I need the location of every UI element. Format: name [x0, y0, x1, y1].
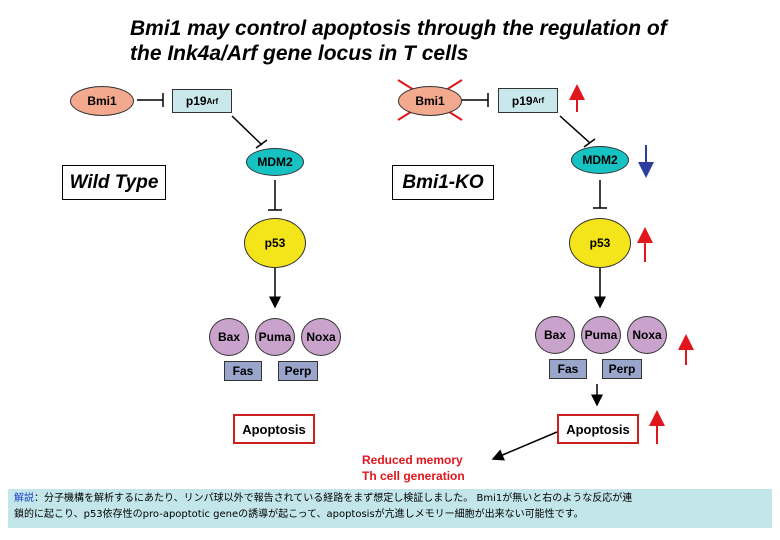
wt-label-box: Wild Type — [62, 165, 166, 200]
wt-connectors — [137, 93, 282, 309]
reduced-line-2: Th cell generation — [362, 469, 465, 483]
ko-bmi1-node: Bmi1 — [398, 86, 462, 116]
ko-puma-node: Puma — [581, 316, 621, 354]
ko-perp-label: Perp — [608, 362, 636, 376]
wt-p53-label: p53 — [264, 236, 286, 250]
wt-fas-node: Fas — [224, 361, 262, 381]
ko-apoptosis-box: Apoptosis — [557, 414, 639, 444]
wt-p53-node: p53 — [244, 218, 306, 268]
ko-p19-sup: Arf — [532, 96, 545, 105]
wt-noxa-label: Noxa — [306, 330, 336, 344]
ko-perp-node: Perp — [602, 359, 642, 379]
wt-perp-node: Perp — [278, 361, 318, 381]
wt-p19-label: p19 — [185, 94, 207, 108]
wt-apoptosis-label: Apoptosis — [242, 421, 306, 437]
ko-bax-node: Bax — [535, 316, 575, 354]
ko-p53-node: p53 — [569, 218, 631, 268]
wt-mdm2-label: MDM2 — [257, 155, 293, 169]
title-line-2: the Ink4a/Arf gene locus in T cells — [130, 42, 469, 65]
wt-fas-label: Fas — [232, 364, 254, 378]
ko-label-box: Bmi1-KO — [392, 165, 494, 200]
ko-mdm2-node: MDM2 — [571, 146, 629, 174]
ko-connectors — [462, 93, 607, 461]
wt-apoptosis-box: Apoptosis — [233, 414, 315, 444]
wt-bax-label: Bax — [217, 330, 240, 344]
wt-noxa-node: Noxa — [301, 318, 341, 356]
ko-apoptosis-label: Apoptosis — [566, 421, 630, 437]
wt-puma-label: Puma — [258, 330, 292, 344]
ko-noxa-node: Noxa — [627, 316, 667, 354]
note-line-2: 鎖的に起こり、p53依存性のpro-apoptotic geneの誘導が起こって… — [14, 509, 584, 520]
ko-puma-label: Puma — [584, 328, 618, 342]
ko-fas-label: Fas — [557, 362, 579, 376]
note-head: 解説 — [14, 493, 34, 504]
wt-mdm2-node: MDM2 — [246, 148, 304, 176]
reduced-line-1: Reduced memory — [362, 453, 463, 467]
note-line-1: 解説：分子機構を解析するにあたり、リンパ球以外で報告されている経路をまず想定し検… — [14, 491, 766, 507]
reduced-memory-text: Reduced memory Th cell generation — [362, 452, 465, 484]
wt-perp-label: Perp — [284, 364, 312, 378]
ko-fas-node: Fas — [549, 359, 587, 379]
wt-p19-sup: Arf — [206, 96, 219, 106]
ko-bmi1-label: Bmi1 — [415, 94, 445, 108]
note-text-1: ：分子機構を解析するにあたり、リンパ球以外で報告されている経路をまず想定し検証し… — [34, 493, 633, 504]
wt-puma-node: Puma — [255, 318, 295, 356]
ko-bax-label: Bax — [543, 328, 566, 342]
ko-label: Bmi1-KO — [402, 171, 484, 193]
ko-mdm2-label: MDM2 — [582, 153, 618, 167]
wt-bmi1-label: Bmi1 — [87, 94, 117, 108]
title-line-1: Bmi1 may control apoptosis through the r… — [130, 17, 667, 40]
wt-bax-node: Bax — [209, 318, 249, 356]
ko-noxa-label: Noxa — [632, 328, 662, 342]
wt-bmi1-node: Bmi1 — [70, 86, 134, 116]
wt-label: Wild Type — [69, 171, 159, 193]
page-title: Bmi1 may control apoptosis through the r… — [130, 16, 750, 66]
explanation-note: 解説：分子機構を解析するにあたり、リンパ球以外で報告されている経路をまず想定し検… — [8, 489, 772, 528]
ko-p53-label: p53 — [589, 236, 611, 250]
ko-p19-label: p19 — [511, 93, 533, 108]
